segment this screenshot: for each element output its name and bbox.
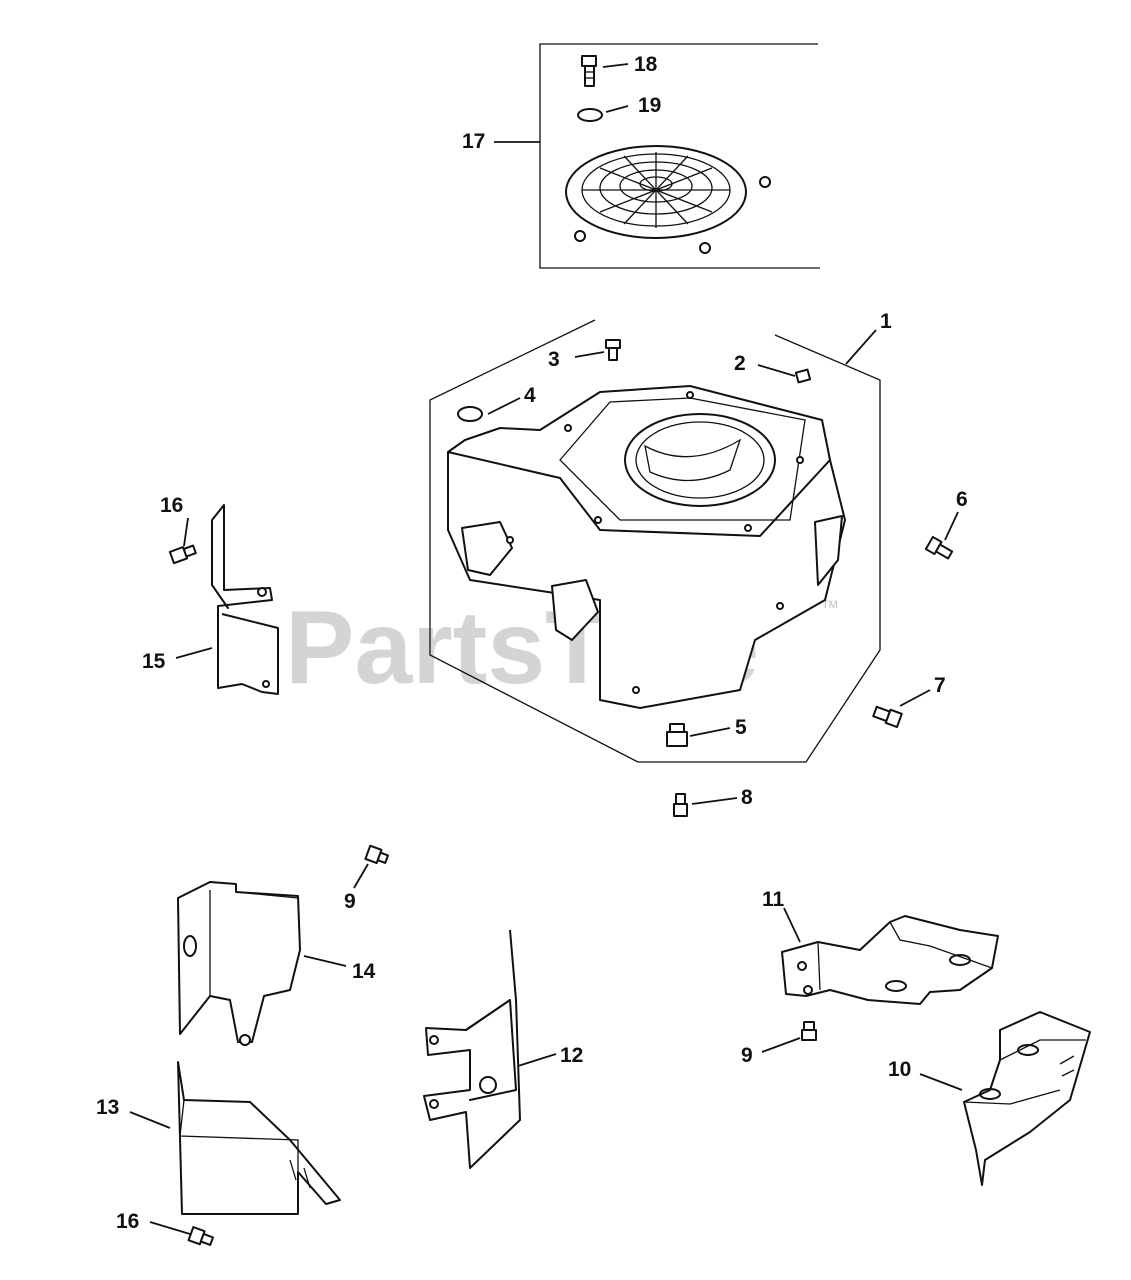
callout-6[interactable]: 6 [956,488,968,511]
callout-14[interactable]: 14 [352,960,376,983]
screw-16-lower[interactable] [187,1226,214,1248]
callout-3[interactable]: 3 [548,348,560,371]
callout-9-upper[interactable]: 9 [344,890,356,913]
washer-19[interactable] [577,108,603,122]
callout-9-lower[interactable]: 9 [741,1044,753,1067]
callout-1[interactable]: 1 [880,310,892,333]
callout-2[interactable]: 2 [734,352,746,375]
nut-5[interactable] [666,723,688,747]
screw-3[interactable] [605,339,621,361]
callout-11[interactable]: 11 [762,888,785,911]
bracket-10[interactable] [963,1011,1091,1186]
screw-9-upper[interactable] [364,844,389,866]
leader-lines [129,63,963,1235]
watermark-trademark: TM [822,599,838,611]
callout-7[interactable]: 7 [934,674,946,697]
screw-7[interactable] [872,705,903,728]
blower-housing[interactable] [447,385,846,709]
baffle-12[interactable] [423,929,521,1169]
callout-12[interactable]: 12 [560,1044,583,1067]
callout-5[interactable]: 5 [735,716,747,739]
screw-9-lower[interactable] [801,1021,817,1041]
plug-4[interactable] [457,406,483,422]
callout-10[interactable]: 10 [888,1058,911,1081]
callout-19[interactable]: 19 [638,94,661,117]
bracket-11[interactable] [781,915,999,1005]
callout-18[interactable]: 18 [634,53,658,76]
clip-2[interactable] [794,368,812,384]
callout-13[interactable]: 13 [96,1096,119,1119]
callout-16-lower[interactable]: 16 [116,1210,139,1233]
callout-labels: 1 2 3 4 5 6 7 8 9 9 10 11 12 13 14 15 16… [96,53,968,1233]
baffle-13[interactable] [177,1061,341,1215]
callout-4[interactable]: 4 [524,384,536,407]
grille-kit-box[interactable] [539,43,820,269]
screw-8[interactable] [673,793,688,817]
callout-15[interactable]: 15 [142,650,166,673]
baffle-15[interactable] [211,504,279,695]
blower-housing-kit-boundary [429,319,881,763]
callout-8[interactable]: 8 [741,786,753,809]
screw-18[interactable] [581,55,597,87]
screw-16-upper[interactable] [168,544,197,565]
callout-17[interactable]: 17 [462,130,485,153]
debris-grille[interactable] [565,145,771,254]
screw-6[interactable] [924,535,954,561]
baffle-14[interactable] [177,881,301,1046]
callout-16-upper[interactable]: 16 [160,494,183,517]
